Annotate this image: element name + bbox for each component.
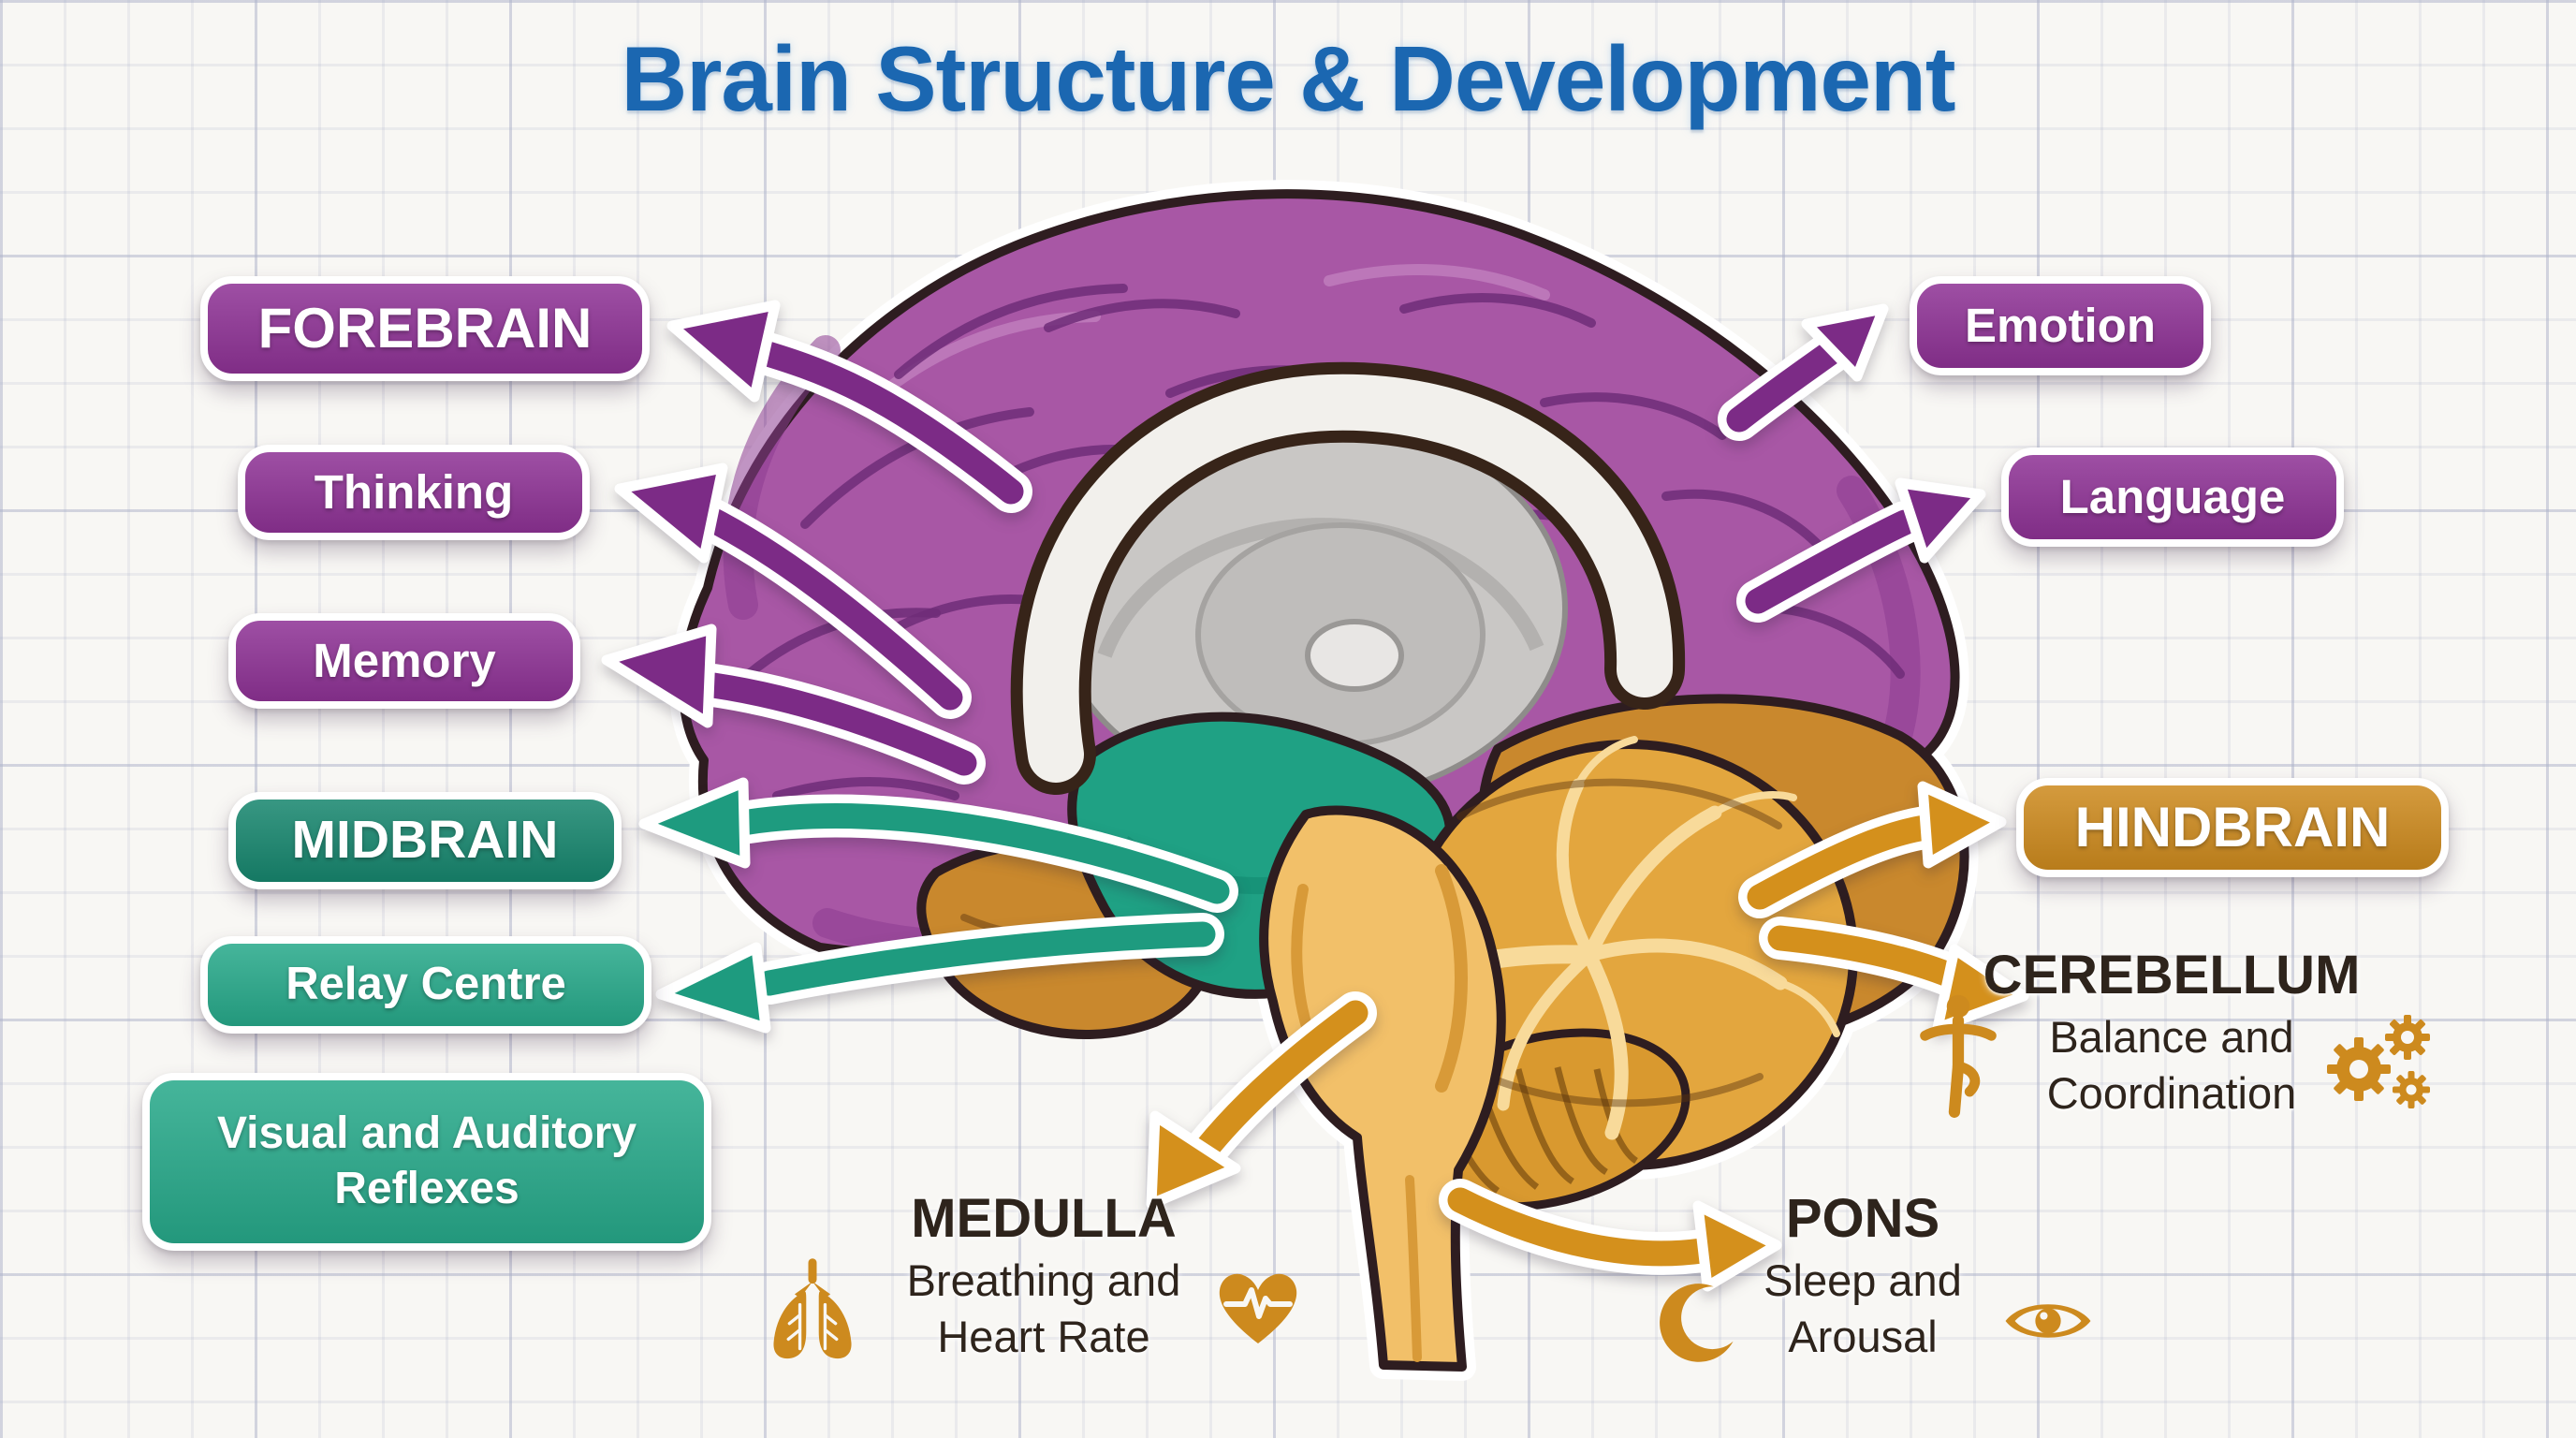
label-hindbrain: HINDBRAIN <box>2016 778 2449 877</box>
eye-icon <box>2001 1292 2095 1350</box>
cerebellum-description: Balance and Coordination <box>2046 1012 2297 1119</box>
arrow-to-cerebellum <box>1759 917 2029 1034</box>
pons-description: Sleep and Arousal <box>1764 1255 1962 1362</box>
label-language: Language <box>2001 448 2344 547</box>
medulla-description: Breathing and Heart Rate <box>906 1255 1181 1362</box>
page-title: Brain Structure & Development <box>621 27 1956 130</box>
label-relay-centre: Relay Centre <box>200 936 651 1034</box>
gears-icon <box>2323 1011 2434 1116</box>
balance-person-icon <box>1919 992 1998 1120</box>
arrow-to-midbrain <box>638 777 1238 913</box>
label-thinking: Thinking <box>238 445 590 540</box>
label-forebrain: FOREBRAIN <box>200 276 650 381</box>
label-midbrain: MIDBRAIN <box>228 792 622 889</box>
brain-illustration <box>669 180 1979 1381</box>
crescent-moon-icon <box>1659 1281 1737 1369</box>
arrow-to-hindbrain <box>1738 781 2007 918</box>
label-emotion: Emotion <box>1910 276 2211 375</box>
label-visual-auditory-reflexes: Visual and Auditory Reflexes <box>142 1073 711 1251</box>
arrow-to-thinking <box>614 462 972 719</box>
corpus-callosum <box>1010 361 1686 795</box>
heart-pulse-icon <box>1211 1262 1305 1352</box>
arrow-to-medulla <box>1146 991 1377 1210</box>
label-memory: Memory <box>228 613 580 709</box>
arrow-to-emotion <box>1718 303 1889 441</box>
arrow-to-forebrain <box>666 300 1032 513</box>
arrow-to-memory <box>601 624 986 785</box>
brainstem <box>1259 805 1506 1372</box>
cerebellum-title: CEREBELLUM <box>1983 945 2361 1005</box>
lungs-icon <box>760 1251 865 1367</box>
cerebellum-region <box>1399 736 1858 1211</box>
arrow-to-pons <box>1439 1179 1782 1292</box>
arrow-to-relay-centre <box>655 913 1224 1034</box>
medulla-title: MEDULLA <box>911 1188 1177 1249</box>
pons-title: PONS <box>1785 1188 1940 1249</box>
arrow-to-language <box>1736 477 1986 623</box>
thalamus-gray-center <box>1053 413 1568 804</box>
